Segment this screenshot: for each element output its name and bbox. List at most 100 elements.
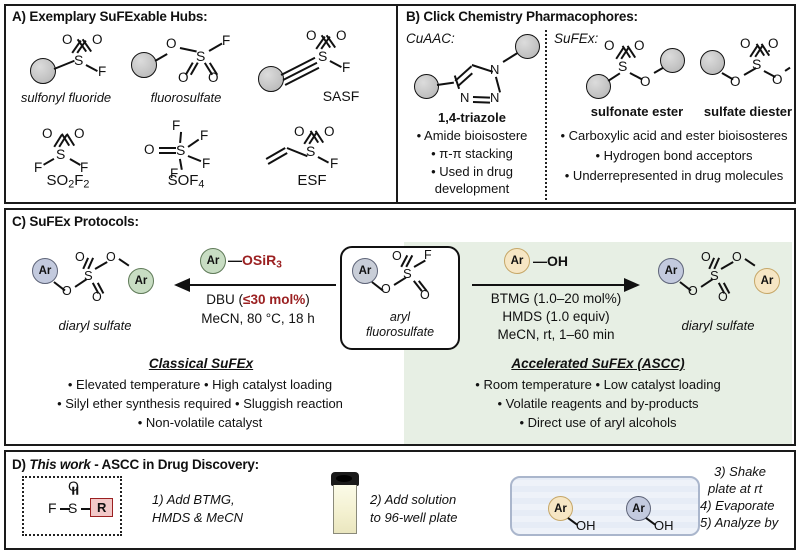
atom-oh: OH xyxy=(576,518,596,533)
bond-double xyxy=(72,486,74,495)
atom-s: S xyxy=(176,142,186,158)
atom-n: N xyxy=(490,90,500,105)
panel-d-letter: D) xyxy=(12,457,26,472)
atom-f: F xyxy=(202,156,211,171)
bullet: • π-π stacking xyxy=(431,146,513,161)
panel-c-letter: C) xyxy=(12,214,26,229)
atom-f: F xyxy=(80,160,89,175)
condition-line-2: MeCN, 80 °C, 18 h xyxy=(201,311,315,326)
ascc-highlight-field xyxy=(404,242,792,444)
panel-c-heading: C) SuFEx Protocols: xyxy=(12,214,139,229)
structure-label: SASF xyxy=(322,88,360,104)
bullet: • Elevated temperature • High catalyst l… xyxy=(67,377,333,392)
bond-double xyxy=(159,147,176,149)
panel-a-letter: A) xyxy=(12,9,26,24)
panel-a-frame xyxy=(4,4,396,204)
step-4: 4) Evaporate xyxy=(700,498,775,513)
atom-o: O xyxy=(701,250,711,264)
atom-s: S xyxy=(618,58,628,74)
atom-o: O xyxy=(732,250,742,264)
panel-a-title: Exemplary SuFExable Hubs: xyxy=(29,9,208,24)
atom-o: O xyxy=(166,36,177,51)
reagent-text: OSiR xyxy=(242,251,277,268)
atom-f: F xyxy=(172,118,181,133)
atom-o: O xyxy=(392,249,402,263)
reagent-subscript: 3 xyxy=(276,259,282,271)
step-2-line1: 2) Add solution xyxy=(370,492,457,507)
ascc-title: Accelerated SuFEx (ASCC) xyxy=(511,356,685,371)
well-plate-panel xyxy=(510,476,700,536)
atom-s: S xyxy=(196,48,206,64)
atom-s: S xyxy=(56,146,66,162)
atom-n: N xyxy=(490,62,500,77)
atom-f: F xyxy=(200,128,209,143)
atom-o: O xyxy=(772,72,783,87)
step-1-line1: 1) Add BTMG, xyxy=(152,492,235,507)
atom-o: O xyxy=(75,250,85,264)
bullet: • Amide bioisostere xyxy=(416,128,528,143)
classical-sufex-title: Classical SuFEx xyxy=(148,356,254,371)
sufex-heading: SuFEx: xyxy=(554,31,599,46)
reaction-arrow-head xyxy=(174,278,190,292)
step-1-line2: HMDS & MeCN xyxy=(152,510,244,525)
step-3-line1: 3) Shake xyxy=(714,464,767,479)
atom-o: O xyxy=(740,36,751,51)
bullet: • Used in drug xyxy=(431,164,513,179)
bullet: • Underrepresented in drug molecules xyxy=(564,168,784,183)
panel-a-heading: A) Exemplary SuFExable Hubs: xyxy=(12,9,208,24)
reagent-label: —OH xyxy=(533,253,568,269)
atom-s: S xyxy=(74,52,84,68)
structure-label: SO2F2 xyxy=(18,172,118,191)
atom-o: O xyxy=(62,284,72,298)
bullet: • Hydrogen bond acceptors xyxy=(595,148,753,163)
vial-body xyxy=(333,485,357,534)
panel-c-title: SuFEx Protocols: xyxy=(29,214,139,229)
ar-sphere-tan: Ar xyxy=(754,268,780,294)
atom-f: F xyxy=(222,33,231,48)
ar-sphere-tan: Ar xyxy=(548,496,573,521)
hub-sphere xyxy=(586,74,611,99)
atom-f: F xyxy=(98,64,107,79)
bullet: • Room temperature • Low catalyst loadin… xyxy=(475,377,721,392)
ar-sphere-blue: Ar xyxy=(626,496,651,521)
panel-b-title: Click Chemistry Pharmacophores: xyxy=(423,9,638,24)
bullet: development xyxy=(434,181,510,196)
condition-suffix: ) xyxy=(305,292,310,307)
atom-o: O xyxy=(640,74,651,89)
hub-sphere xyxy=(660,48,685,73)
label-so2f2: SO2F2 xyxy=(46,172,90,191)
panel-d-heading: D) This work - ASCC in Drug Discovery: xyxy=(12,457,259,472)
atom-o: O xyxy=(208,70,219,85)
hub-spacer xyxy=(768,50,770,52)
right-product-caption: diaryl sulfate xyxy=(681,318,755,333)
atom-o: O xyxy=(420,288,430,302)
condition-line-1: DBU (≤30 mol%) xyxy=(178,292,338,307)
bond xyxy=(60,508,70,510)
ar-sphere-green: Ar xyxy=(200,248,226,274)
atom-o: O xyxy=(768,36,779,51)
atom-o: O xyxy=(178,70,189,85)
reaction-arrow-shaft xyxy=(472,284,624,287)
reagent-label: —OSiR3 xyxy=(228,251,282,271)
vial-cap-inner xyxy=(336,475,352,482)
atom-o: O xyxy=(106,250,116,264)
atom-s: S xyxy=(68,500,78,516)
ar-sphere-blue: Ar xyxy=(32,258,58,284)
reagent-silyl-ether: Ar —OSiR3 xyxy=(200,248,282,274)
ar-sphere-green: Ar xyxy=(128,268,154,294)
bond-double xyxy=(159,152,176,154)
atom-o: O xyxy=(144,142,155,157)
atom-o: O xyxy=(688,284,698,298)
atom-f: F xyxy=(34,160,43,175)
cuaac-heading: CuAAC: xyxy=(406,31,455,46)
atom-o: O xyxy=(294,124,305,139)
vial-icon xyxy=(330,472,360,534)
panel-b-divider xyxy=(545,30,547,200)
ar-sphere: Ar xyxy=(352,258,378,284)
atom-s: S xyxy=(306,143,316,159)
ar-sphere-tan: Ar xyxy=(504,248,530,274)
triazole-label: 1,4-triazole xyxy=(438,110,506,125)
step-5: 5) Analyze by xyxy=(700,515,779,530)
bullet: • Carboxylic acid and ester bioisosteres xyxy=(560,128,788,143)
hub-sphere xyxy=(700,50,725,75)
